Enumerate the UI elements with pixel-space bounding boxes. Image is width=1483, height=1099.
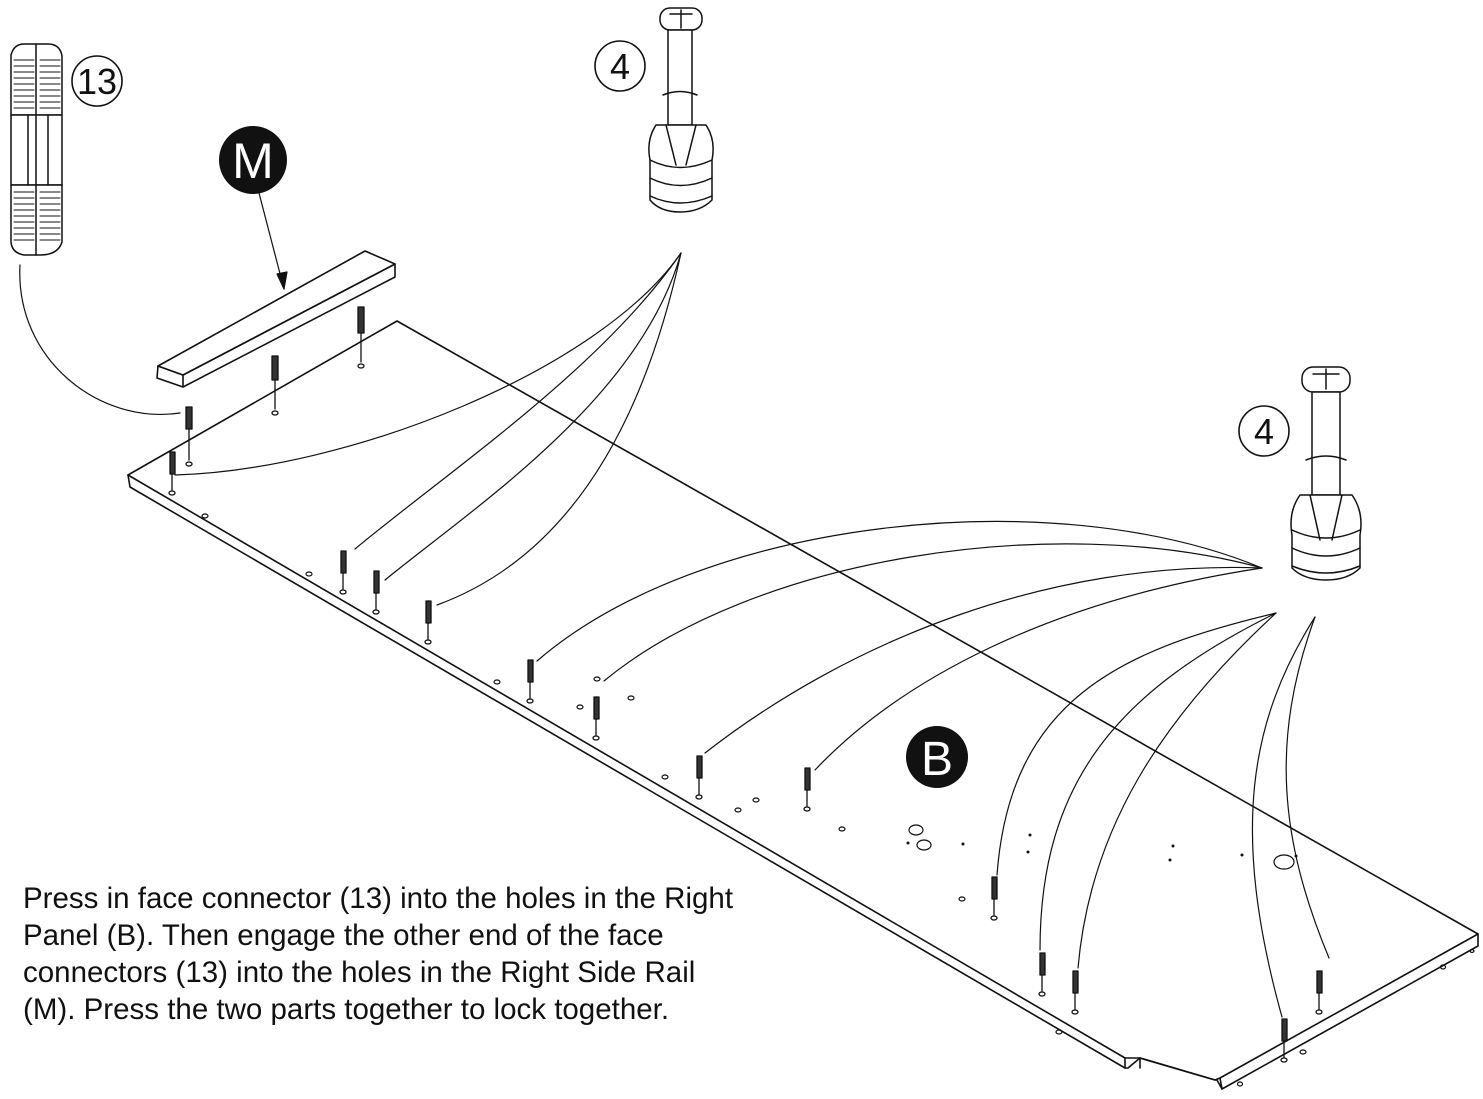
right-panel: [127, 320, 1479, 1090]
connector-1: [185, 406, 193, 467]
face-connectors: [168, 306, 1323, 1063]
connector-4: [168, 451, 176, 496]
connector-14: [1071, 970, 1079, 1015]
leader-lines: [19, 192, 1330, 1018]
connector-12: [990, 876, 998, 921]
svg-text:M: M: [232, 133, 274, 189]
connector-10: [695, 755, 703, 800]
svg-text:4: 4: [1254, 411, 1274, 452]
svg-text:B: B: [921, 733, 953, 786]
panel-holes: [201, 513, 1475, 1087]
callout-b: B: [906, 726, 968, 788]
callout-4-right: 4: [1238, 405, 1290, 457]
connector-9: [592, 696, 600, 741]
callout-m: M: [219, 126, 287, 194]
callout-4-top: 4: [594, 40, 646, 92]
connector-16: [1315, 970, 1323, 1015]
thread-lines: [13, 59, 61, 241]
connector-11: [803, 767, 811, 812]
svg-text:13: 13: [77, 61, 117, 102]
cam-bolt-right: [1290, 366, 1362, 581]
connector-3: [357, 306, 365, 369]
callout-13: 13: [71, 55, 123, 107]
assembly-instruction: Press in face connector (13) into the ho…: [23, 882, 734, 1026]
connector-5: [339, 550, 347, 595]
connector-8: [526, 659, 534, 704]
face-connector-part: [10, 43, 63, 256]
connector-13: [1038, 952, 1046, 997]
connector-15: [1280, 1018, 1288, 1063]
cam-bolt-top: [648, 7, 714, 213]
connector-6: [372, 570, 380, 615]
connector-7: [424, 600, 432, 645]
connector-2: [271, 355, 279, 416]
svg-text:4: 4: [610, 46, 630, 87]
right-side-rail: [156, 250, 396, 388]
